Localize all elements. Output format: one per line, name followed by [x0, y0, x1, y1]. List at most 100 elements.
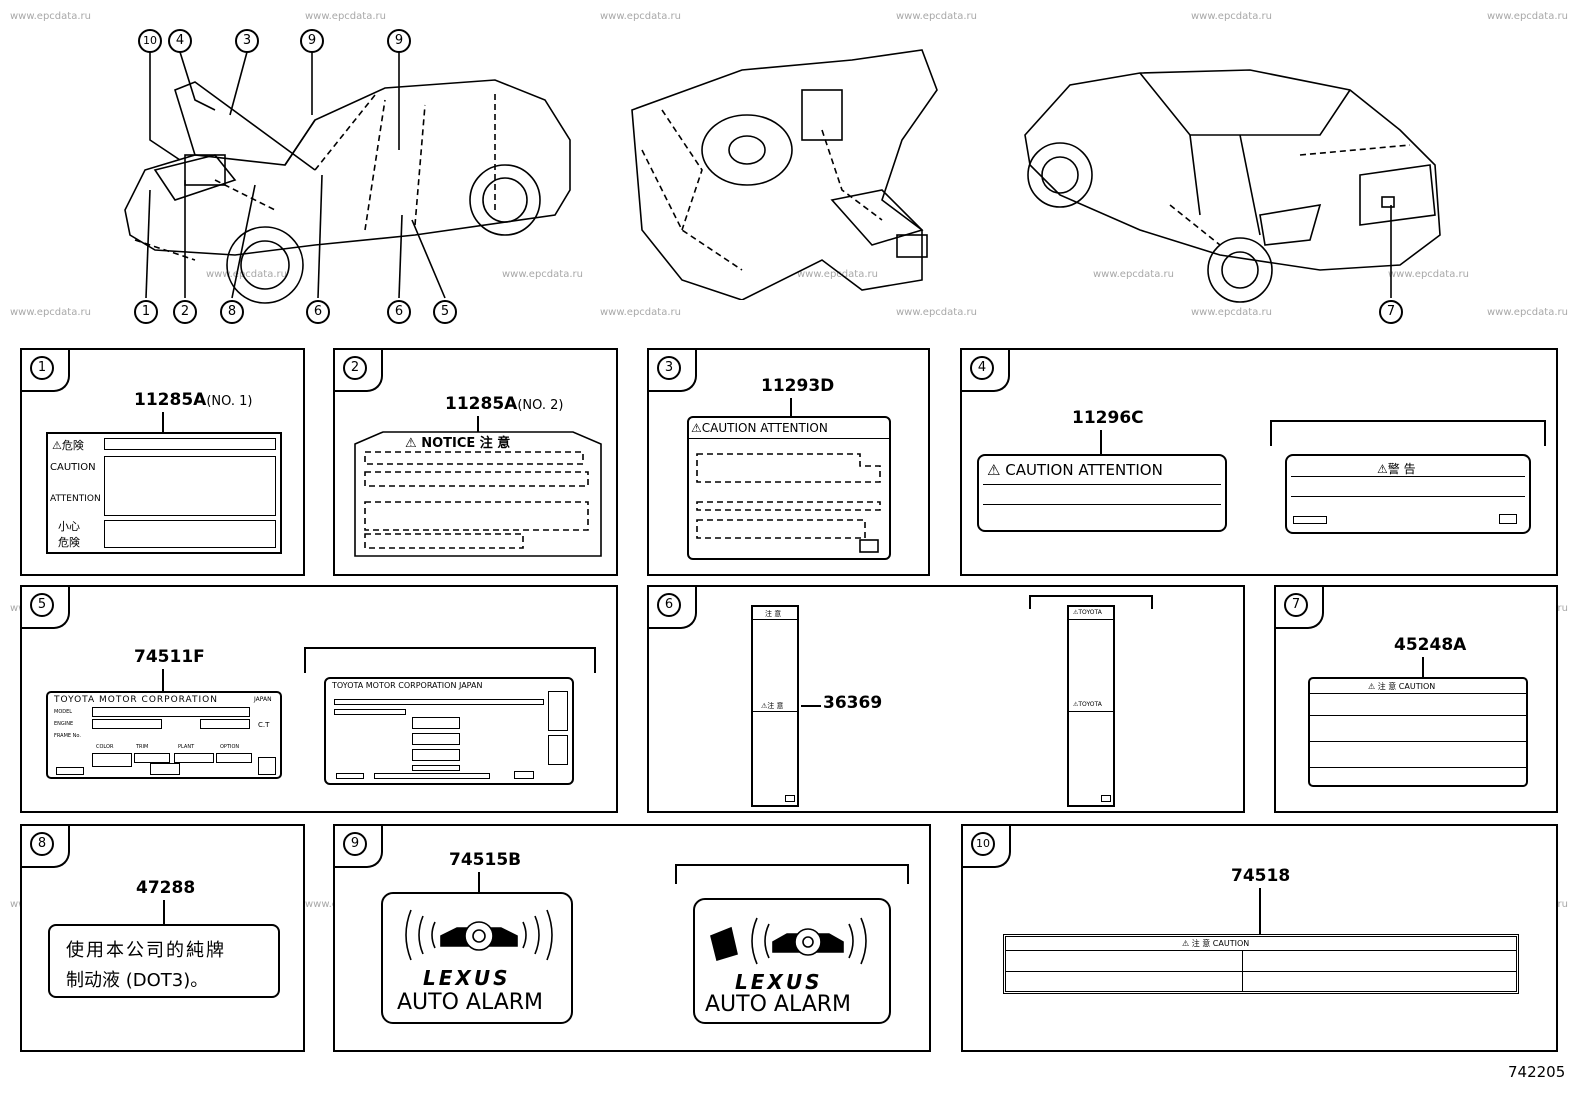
divider: [1291, 476, 1525, 477]
text-block: [104, 520, 276, 548]
text-block: [134, 753, 170, 763]
door-label-variant: ⚠TOYOTA ⚠TOYOTA: [1067, 605, 1115, 807]
variant-bracket: [304, 647, 596, 673]
callout-4: 4: [168, 29, 192, 53]
panel-tab: 9: [333, 824, 383, 868]
leader-line: [478, 872, 480, 892]
brake-fluid-label: 使用本公司的純牌 制动液 (DOT3)。: [48, 924, 280, 998]
plate-field: COLOR: [96, 744, 114, 750]
divider: [689, 438, 889, 439]
leader-line: [162, 669, 164, 691]
door-label: 注 意 ⚠注 意: [751, 605, 799, 807]
brand-logo: LEXUS: [423, 966, 511, 990]
text-block: [104, 456, 276, 516]
text-block: [104, 438, 276, 450]
part-number: 36369: [823, 693, 883, 713]
callout-9: 9: [387, 29, 411, 53]
caution-label: ⚠ 注 意 CAUTION: [1308, 677, 1528, 787]
text-block: [548, 735, 568, 765]
warning-label-variant: ⚠警 告: [1285, 454, 1531, 534]
callout-6: 6: [306, 300, 330, 324]
plate-row: MODEL: [54, 709, 73, 715]
panel-tab: 5: [20, 585, 70, 629]
text-blocks: [696, 453, 881, 553]
watermark: www.epcdata.ru: [600, 307, 681, 318]
tag-text: ⚠注 意: [761, 702, 784, 710]
tag-text: ⚠TOYOTA: [1073, 701, 1102, 708]
text-block: [412, 717, 460, 729]
alarm-text: AUTO ALARM: [397, 990, 544, 1015]
text-block: [514, 771, 534, 779]
watermark: www.epcdata.ru: [1487, 307, 1568, 318]
plate-header: TOYOTA MOTOR CORPORATION: [54, 695, 218, 705]
callout-3: 3: [235, 29, 259, 53]
part-number: 11296C: [1072, 408, 1144, 428]
part-number: 11285A(NO. 2): [445, 394, 564, 414]
leader-line: [801, 705, 821, 707]
text-block: [1293, 516, 1327, 524]
rear-car-illustration: [1024, 69, 1441, 303]
watermark: www.epcdata.ru: [305, 11, 386, 22]
divider: [1006, 971, 1516, 972]
caution-label: ⚠CAUTION ATTENTION: [687, 416, 891, 560]
watermark: www.epcdata.ru: [896, 307, 977, 318]
panel-number: 2: [343, 356, 367, 380]
divider: [753, 711, 797, 712]
divider: [983, 504, 1221, 505]
panel-number: 6: [657, 593, 681, 617]
part-number: 11285A(NO. 1): [134, 390, 253, 410]
callout-8: 8: [220, 300, 244, 324]
label-header: ⚠ 注 意 CAUTION: [1368, 682, 1436, 691]
panel-4: 4 11296C ⚠ CAUTION ATTENTION ⚠警 告: [960, 348, 1558, 576]
plate-field: OPTION: [220, 744, 240, 750]
part-number: 45248A: [1394, 635, 1467, 655]
text-block: [412, 765, 460, 771]
panel-9: 9 74515B LEXUS AUTO ALARM LEXUS AUTO ALA…: [333, 824, 931, 1052]
leader-line: [1100, 430, 1102, 454]
label-header: ⚠ 注 意 CAUTION: [1182, 939, 1250, 948]
text-block: [548, 691, 568, 731]
auto-alarm-label: LEXUS AUTO ALARM: [381, 892, 573, 1024]
panel-10: 10 74518 ⚠ 注 意 CAUTION: [961, 824, 1558, 1052]
divider: [1291, 496, 1525, 497]
watermark: www.epcdata.ru: [1388, 269, 1469, 280]
callout-10: 10: [138, 29, 162, 53]
text-block: [56, 767, 84, 775]
alarm-car-icon: [405, 909, 553, 961]
panel-2: 2 11285A(NO. 2) ⚠ NOTICE 注 意: [333, 348, 618, 576]
watermark: www.epcdata.ru: [797, 269, 878, 280]
label-text: 危険: [58, 536, 80, 549]
text-block: [92, 753, 132, 767]
text-block: [336, 773, 364, 779]
callout-6: 6: [387, 300, 411, 324]
notice-label: [354, 431, 602, 557]
label-header: ⚠ CAUTION ATTENTION: [987, 461, 1163, 479]
text-block: [412, 749, 460, 761]
callout-2: 2: [173, 300, 197, 324]
interior-illustration: [631, 49, 938, 300]
plate-corner: JAPAN: [254, 696, 272, 703]
caution-label: ⚠ 注 意 CAUTION: [1003, 934, 1519, 994]
divider: [1006, 950, 1516, 951]
label-text: ATTENTION: [50, 494, 101, 504]
watermark: www.epcdata.ru: [896, 11, 977, 22]
caution-label: ⚠ CAUTION ATTENTION: [977, 454, 1227, 532]
panel-number: 3: [657, 356, 681, 380]
part-number: 74518: [1231, 866, 1291, 886]
watermark: www.epcdata.ru: [10, 307, 91, 318]
divider: [1069, 711, 1113, 712]
part-number: 74511F: [134, 647, 205, 667]
watermark: www.epcdata.ru: [1093, 269, 1174, 280]
label-text: CAUTION: [50, 462, 96, 473]
leader-line: [790, 398, 792, 416]
leader-line: [477, 416, 479, 432]
part-number: 47288: [136, 878, 196, 898]
text-block: [216, 753, 252, 763]
panel-1: 1 11285A(NO. 1) ⚠危険 CAUTION ATTENTION 小心…: [20, 348, 305, 576]
alarm-car-icon: [710, 917, 867, 965]
watermark: www.epcdata.ru: [1191, 307, 1272, 318]
watermark: www.epcdata.ru: [206, 269, 287, 280]
brand-logo: LEXUS: [735, 970, 823, 994]
panel-tab: 10: [961, 824, 1011, 868]
panel-tab: 4: [960, 348, 1010, 392]
